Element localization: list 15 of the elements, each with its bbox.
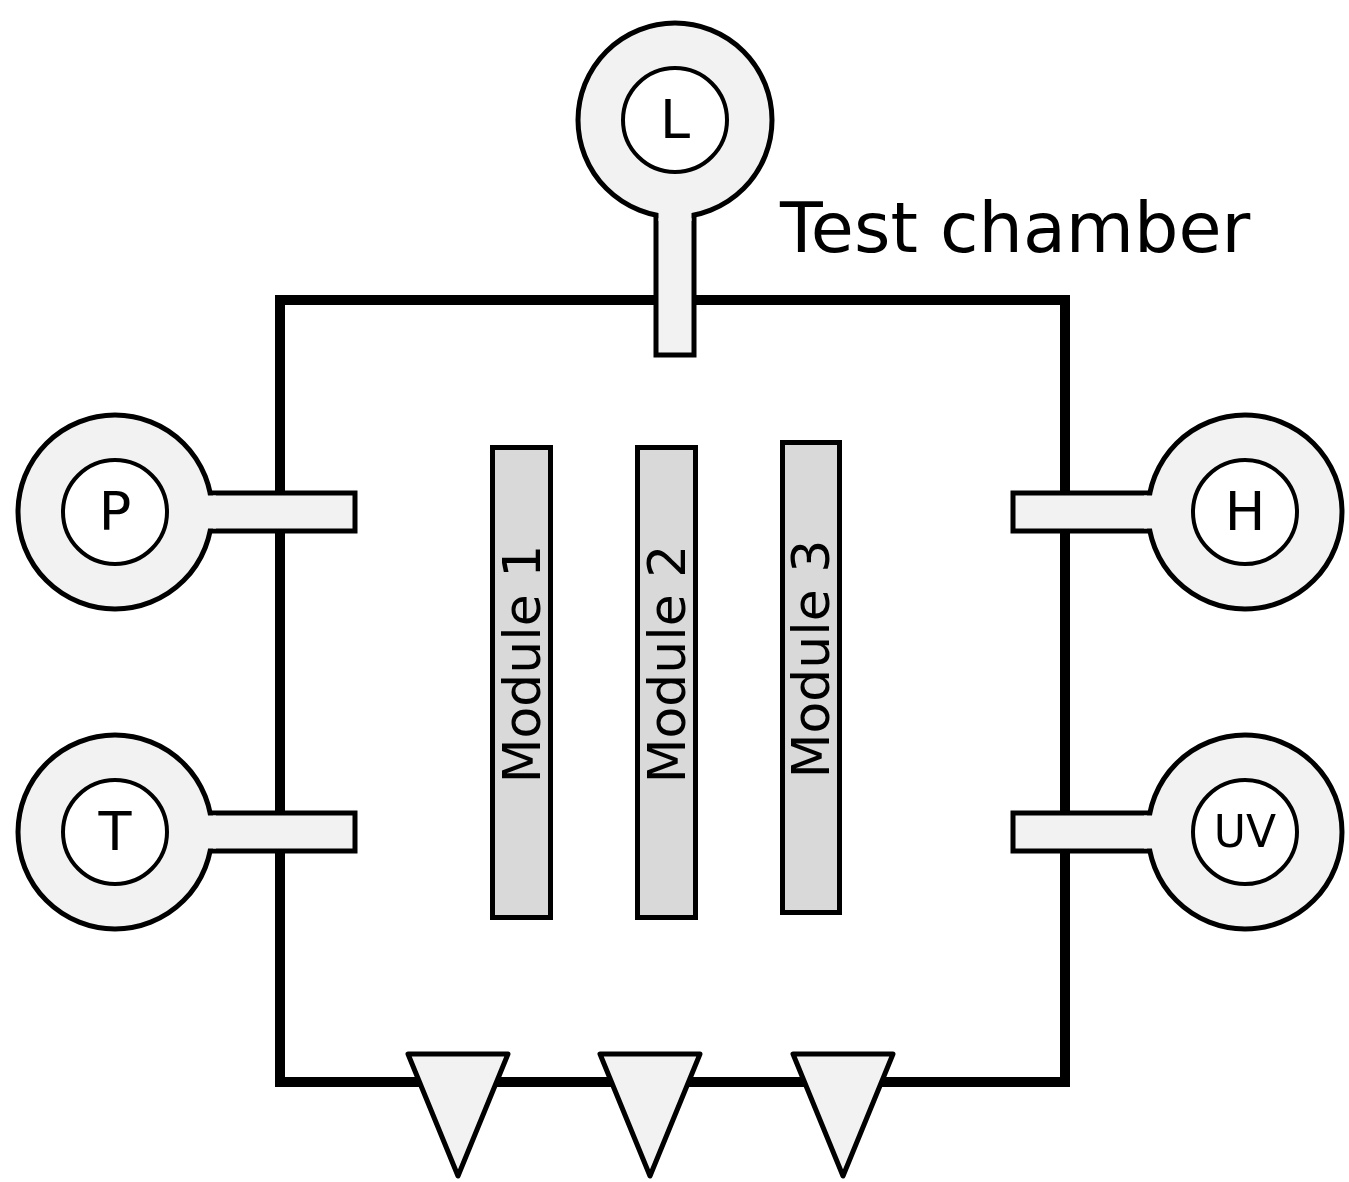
sensor-label: UV: [1213, 810, 1277, 854]
module-label: Module 1: [495, 544, 548, 784]
sensor-label: T: [98, 805, 132, 859]
module-panel: [490, 445, 553, 920]
module-panel: [635, 445, 698, 920]
valve-triangle: [596, 1050, 704, 1180]
sensor-label: H: [1224, 485, 1266, 539]
chamber-title: Test chamber: [780, 193, 1251, 263]
module-panel: [780, 440, 842, 915]
valve-triangle: [789, 1050, 897, 1180]
sensor-label: L: [659, 93, 691, 147]
sensor-label: P: [98, 485, 132, 539]
valve-triangle: [404, 1050, 512, 1180]
module-label: Module 3: [785, 539, 837, 779]
module-label: Module 2: [640, 544, 693, 784]
